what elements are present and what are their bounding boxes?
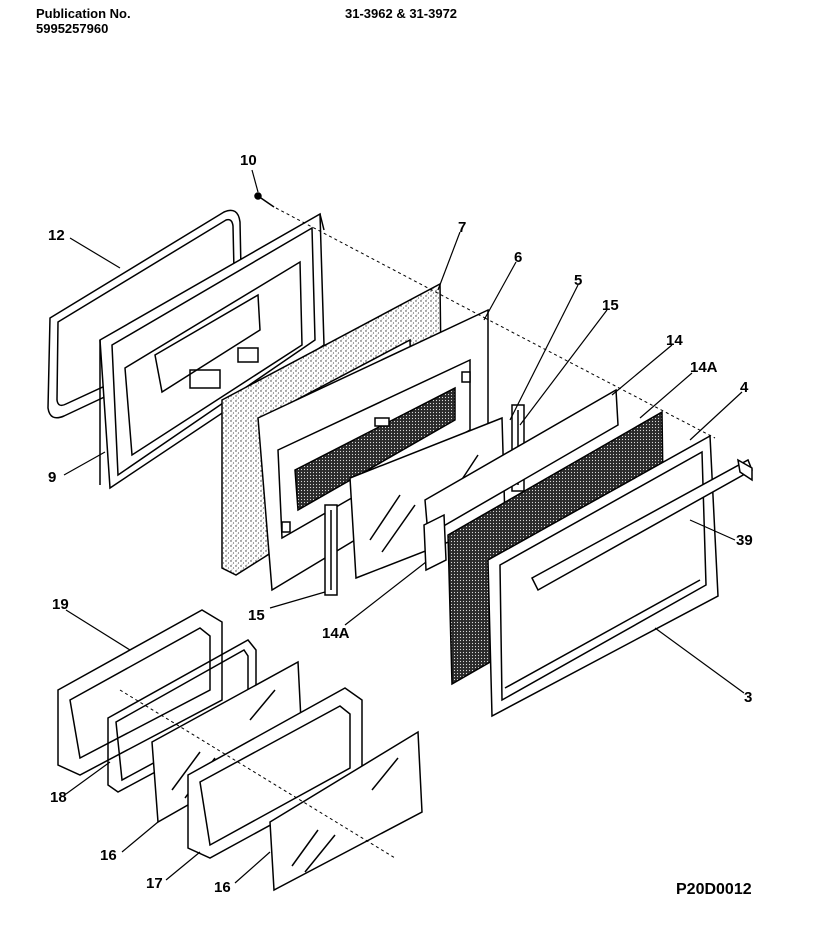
label-part-9: 9 xyxy=(48,469,56,486)
screw-part-10 xyxy=(254,192,275,208)
label-part-7: 7 xyxy=(458,219,466,236)
label-part-12: 12 xyxy=(48,227,65,244)
label-part-39: 39 xyxy=(736,532,753,549)
inner-door-panel-part-9 xyxy=(99,212,325,490)
label-part-15-bottom: 15 xyxy=(248,607,265,624)
hinge-bracket-part-15-lower xyxy=(324,504,338,596)
label-part-19: 19 xyxy=(52,596,69,613)
model-numbers: 31-3962 & 31-3972 xyxy=(345,6,458,21)
door-liner-part-6 xyxy=(257,308,489,592)
label-part-17: 17 xyxy=(146,875,163,892)
label-part-16-lower: 16 xyxy=(214,879,231,896)
label-part-16-upper: 16 xyxy=(100,847,117,864)
spacer-part-14a xyxy=(423,513,447,572)
label-part-14a-bottom: 14A xyxy=(322,625,350,642)
window-glass-part-16-lower xyxy=(269,730,423,892)
door-handle-part-39 xyxy=(531,458,753,592)
label-part-10: 10 xyxy=(240,152,257,169)
window-frame-part-19 xyxy=(57,609,223,776)
publication-label: Publication No. xyxy=(36,6,131,21)
outer-door-frame-part-3 xyxy=(487,434,719,718)
label-part-18: 18 xyxy=(50,789,67,806)
label-part-15-top: 15 xyxy=(602,297,619,314)
publication-number: 5995257960 xyxy=(36,21,109,36)
label-part-6: 6 xyxy=(514,249,522,266)
label-part-3: 3 xyxy=(744,689,752,706)
label-part-14a-top: 14A xyxy=(690,359,718,376)
diagram-code: P20D0012 xyxy=(676,881,752,898)
label-part-4: 4 xyxy=(740,379,749,396)
label-part-14: 14 xyxy=(666,332,683,349)
label-part-5: 5 xyxy=(574,272,582,289)
